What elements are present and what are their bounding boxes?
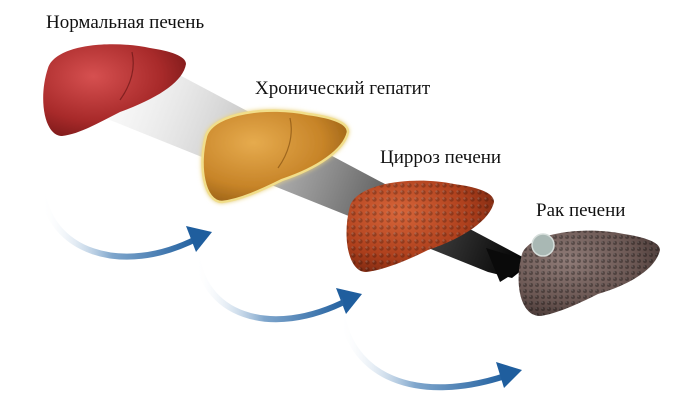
normal-liver-icon bbox=[43, 44, 186, 136]
curved-arrow-1 bbox=[39, 185, 212, 260]
cirrhosis-liver-icon bbox=[346, 180, 494, 272]
hepatitis-liver-icon bbox=[201, 109, 350, 204]
progression-arrowhead bbox=[486, 248, 532, 282]
cancer-liver-icon bbox=[518, 230, 660, 316]
stage-label-cirrhosis: Цирроз печени bbox=[380, 147, 502, 168]
curved-arrow-2 bbox=[193, 245, 362, 323]
stage-label-normal-liver: Нормальная печень bbox=[46, 12, 205, 33]
stage-label-chronic-hepatitis: Хронический гепатит bbox=[255, 78, 431, 99]
curved-arrow-3 bbox=[337, 297, 522, 391]
stage-label-liver-cancer: Рак печени bbox=[536, 200, 626, 221]
progression-wedge bbox=[80, 70, 532, 278]
tumor-spot bbox=[531, 233, 555, 257]
